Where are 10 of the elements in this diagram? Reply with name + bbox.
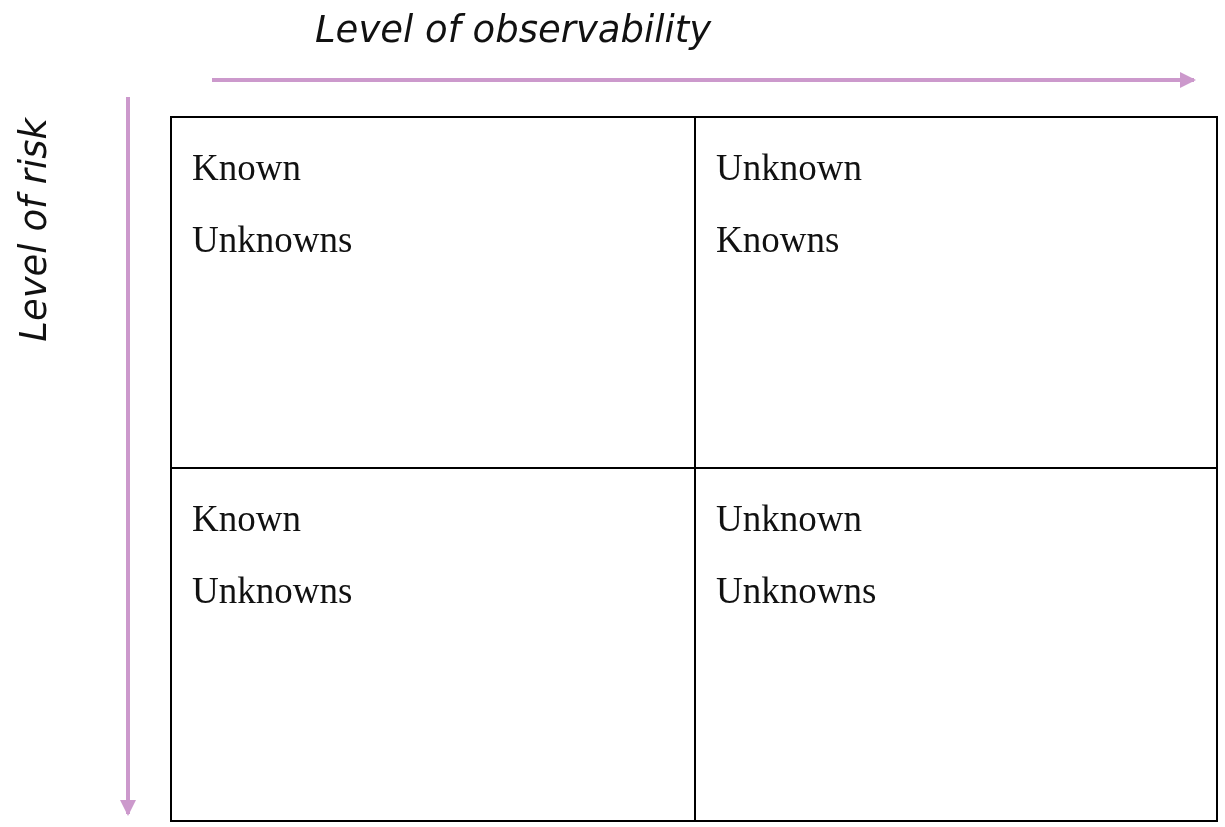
axis-title: Level of observability: [315, 8, 712, 51]
quadrant-cell: [694, 467, 1218, 822]
quadrant-cell: [170, 116, 696, 469]
quadrant-cell: [694, 116, 1218, 469]
quadrant-label: Unknown Unknowns: [716, 497, 878, 613]
quadrant-label: Unknown Knowns: [716, 146, 863, 262]
quadrant-label: Known Unknowns: [192, 146, 354, 262]
quadrant-label: Known Unknowns: [192, 497, 354, 613]
axis-title: Level of risk: [12, 118, 55, 342]
quadrant-cell: [170, 467, 696, 822]
